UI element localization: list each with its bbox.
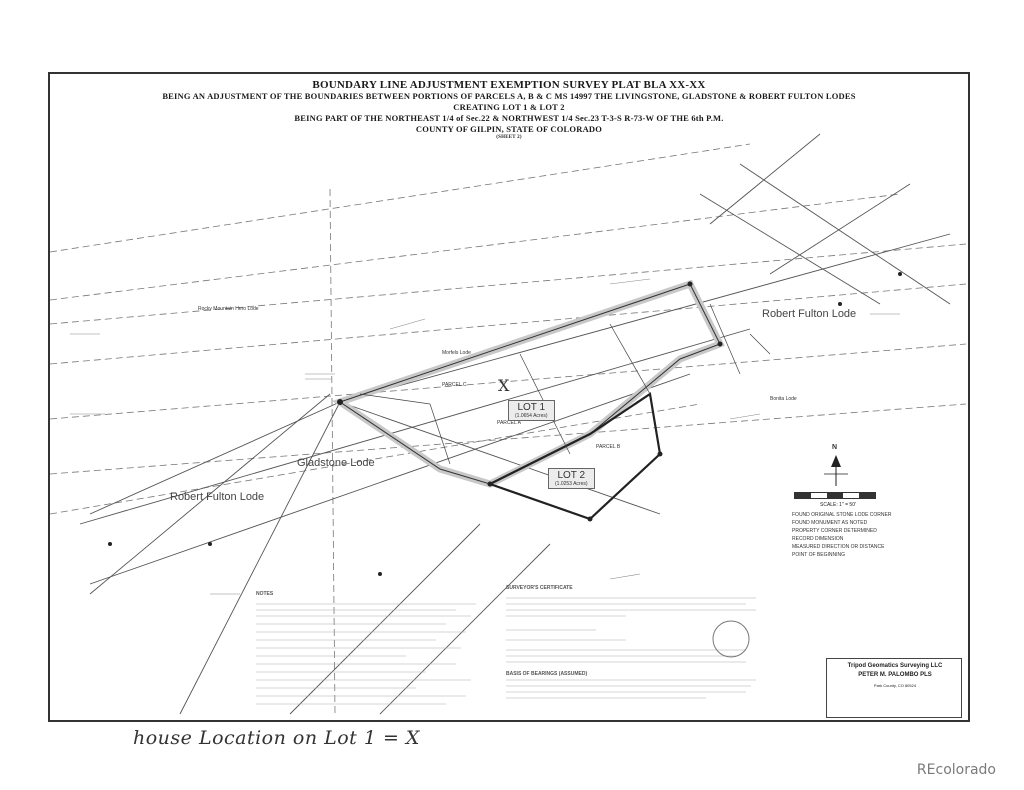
notes-heading: NOTES [256,591,274,597]
title-block: Tripod Geomatics Surveying LLC PETER M. … [826,658,962,718]
lot-2-name: LOT 2 [557,470,586,481]
legend-item-3: PROPERTY CORNER DETERMINED [792,528,877,534]
legend-item-1: FOUND ORIGINAL STONE LODE CORNER [792,512,892,518]
parcel-b-label: PARCEL B [596,444,621,450]
lode-label-morfels: Morfels Lode [442,350,471,356]
lot-1-area: (1.0654 Acres) [515,413,548,419]
certificate-text-lines [506,597,756,699]
parcel-a-label: PARCEL A [497,420,521,426]
parcel-c-label: PARCEL C [442,382,467,388]
surveyor-seal-icon [712,620,750,658]
scale-label: SCALE: 1" = 50' [820,502,856,508]
lot-1-boundary-shade [332,279,725,488]
legend-item-2: FOUND MONUMENT AS NOTED [792,520,868,526]
surveying-firm-name: Tripod Geomatics Surveying LLC [847,663,943,669]
lode-label-robert-fulton-left: Robert Fulton Lode [170,491,265,503]
firm-city: Park County, CO 80524 [873,683,917,688]
plat-drawing [50,133,967,715]
house-location-marker: X [498,376,510,395]
north-arrow-icon [824,455,848,486]
lot-1-label: LOT 1 (1.0654 Acres) [508,400,555,421]
surveyor-certificate-heading: SURVEYOR'S CERTIFICATE [506,585,573,591]
legend-item-5: MEASURED DIRECTION OR DISTANCE [792,544,885,550]
sheet-note: (SHEET 2) [496,135,522,140]
legend-item-6: POINT OF BEGINNING [792,552,845,558]
lot-2-label: LOT 2 (1.0253 Acres) [548,468,595,489]
plat-subtitle-3: BEING PART OF THE NORTHEAST 1/4 of Sec.2… [294,113,724,123]
plat-subtitle-2: CREATING LOT 1 & LOT 2 [453,102,565,112]
survey-plat-sheet: BOUNDARY LINE ADJUSTMENT EXEMPTION SURVE… [48,72,970,722]
lot-2-area: (1.0253 Acres) [555,481,588,487]
north-arrow-label: N [832,444,838,451]
basis-of-bearings-heading: BASIS OF BEARINGS (ASSUMED) [506,671,588,677]
plat-title: BOUNDARY LINE ADJUSTMENT EXEMPTION SURVE… [312,79,706,91]
lot-2-boundary [487,392,662,521]
monument-markers [108,272,902,576]
plat-subtitle-1: BEING AN ADJUSTMENT OF THE BOUNDARIES BE… [162,91,856,101]
watermark: REcolorado [916,762,996,778]
lode-label-robert-fulton-right: Robert Fulton Lode [762,308,857,320]
lode-label-rocky-mountain-hero: Rocky Mountain Hero Lode [198,306,259,312]
scale-bar [794,492,876,499]
notes-text-lines [256,603,476,705]
bearing-annotations [70,278,900,595]
lot-1-name: LOT 1 [517,402,546,413]
lode-label-gladstone: Gladstone Lode [297,457,375,469]
lode-label-bonita: Bonita Lode [770,396,797,402]
plat-subtitle-4: COUNTY OF GILPIN, STATE OF COLORADO [415,124,603,134]
handwritten-annotation: house Location on Lot 1 = X [133,727,420,749]
dashed-lode-lines [50,143,967,715]
solid-lode-lines [79,133,951,715]
legend-item-4: RECORD DIMENSION [792,536,844,542]
lot-1-boundary [338,283,721,485]
surveyor-name: PETER M. PALOMBO PLS [858,672,932,678]
